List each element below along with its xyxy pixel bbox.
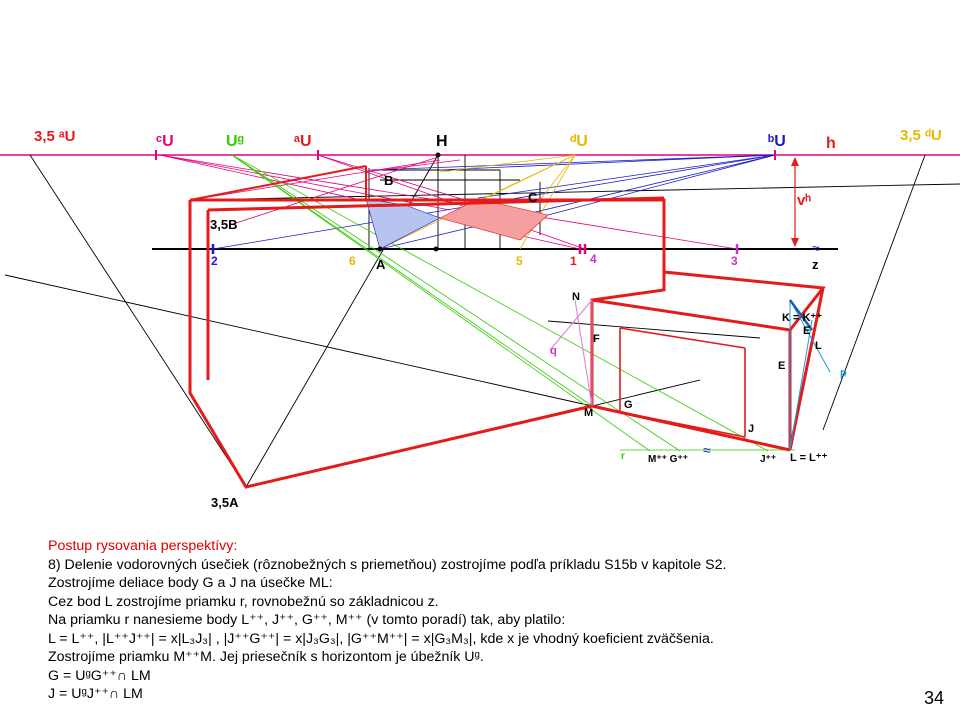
point-ground	[433, 246, 439, 252]
instruction-line-5: L = L⁺⁺, |L⁺⁺J⁺⁺| = x|L₃J₃| , |J⁺⁺G⁺⁺| =…	[48, 630, 714, 647]
label-3: 3	[731, 254, 738, 268]
label-h: h	[826, 135, 836, 152]
instruction-line-3: Cez bod L zostrojíme priamku r, rovnobež…	[48, 593, 439, 610]
label-N: N	[572, 291, 580, 303]
instruction-line-2: Zostrojíme deliace body G a J na úsečke …	[48, 575, 333, 591]
label-M: M	[584, 407, 594, 419]
instruction-line-1: 8) Delenie vodorovných úsečiek (rôznobež…	[48, 556, 727, 573]
construction-lines-cyan	[789, 299, 831, 451]
page-number: 34	[924, 688, 945, 708]
label-r: r	[621, 451, 625, 462]
label-E-mid: E	[778, 360, 786, 372]
label-dU: ᵈU	[570, 133, 588, 150]
approx-mark-r: ≈	[703, 442, 711, 458]
instruction-line-8: J = UᵍJ⁺⁺∩ LM	[48, 686, 143, 702]
point-A	[377, 246, 383, 252]
instruction-heading: Postup rysovania perspektívy:	[48, 538, 238, 554]
shaded-base-red	[439, 198, 549, 241]
label-G: G	[624, 399, 633, 411]
label-z: z	[812, 257, 819, 272]
label-bU: ᵇU	[768, 133, 786, 150]
label-35B: 3,5B	[210, 217, 238, 232]
label-Ug: Uᵍ	[226, 133, 244, 150]
label-J: J	[748, 423, 755, 435]
construction-lines-green	[231, 154, 795, 452]
label-35A: 3,5A	[211, 495, 239, 510]
label-right-35dU: 3,5 ᵈU	[900, 127, 942, 144]
instruction-line-7: G = UᵍG⁺⁺∩ LM	[48, 667, 151, 684]
label-4: 4	[590, 252, 597, 266]
label-2: 2	[211, 254, 218, 268]
vh-arrow-head-top	[791, 157, 799, 166]
label-F: F	[593, 333, 600, 345]
approx-mark-ground: ≈	[812, 240, 820, 256]
label-LL: L = L⁺⁺	[790, 452, 828, 464]
red-top-edges	[189, 165, 367, 201]
edge-KL	[788, 299, 814, 331]
label-E-top: E	[803, 325, 811, 337]
red-solid-outline	[188, 196, 826, 489]
label-cU: ᶜU	[156, 133, 174, 150]
label-L-top: L	[815, 340, 822, 352]
ground-markers	[211, 244, 739, 254]
construction-lines-pink	[549, 299, 593, 407]
label-left-35aU: 3,5 ᵃU	[34, 128, 76, 145]
point-H	[435, 152, 441, 158]
label-KK: K = K⁺⁺	[782, 312, 823, 324]
label-Jpp: J⁺⁺	[760, 454, 777, 465]
label-H: H	[436, 133, 448, 150]
construction-lines-magenta	[159, 154, 738, 250]
vh-arrow-head-bottom	[791, 238, 799, 247]
label-C: C	[528, 190, 538, 205]
instruction-text: Postup rysovania perspektívy: 8) Delenie…	[48, 537, 908, 704]
label-6: 6	[349, 254, 356, 268]
instruction-line-6: Zostrojíme priamku M⁺⁺M. Jej priesečník …	[48, 649, 484, 665]
label-5: 5	[516, 254, 523, 268]
label-1: 1	[570, 254, 577, 268]
instruction-line-4: Na priamku r nanesieme body L⁺⁺, J⁺⁺, G⁺…	[48, 612, 566, 628]
label-p: p	[840, 367, 847, 379]
horizon-markers	[155, 150, 776, 160]
label-vh: vʰ	[797, 192, 811, 209]
label-B: B	[384, 173, 394, 188]
label-A: A	[376, 257, 386, 272]
label-aU: ᵃU	[294, 133, 312, 150]
label-q: q	[550, 345, 557, 357]
red-thin-lines	[619, 327, 746, 438]
label-MG: M⁺⁺ G⁺⁺	[648, 454, 688, 465]
